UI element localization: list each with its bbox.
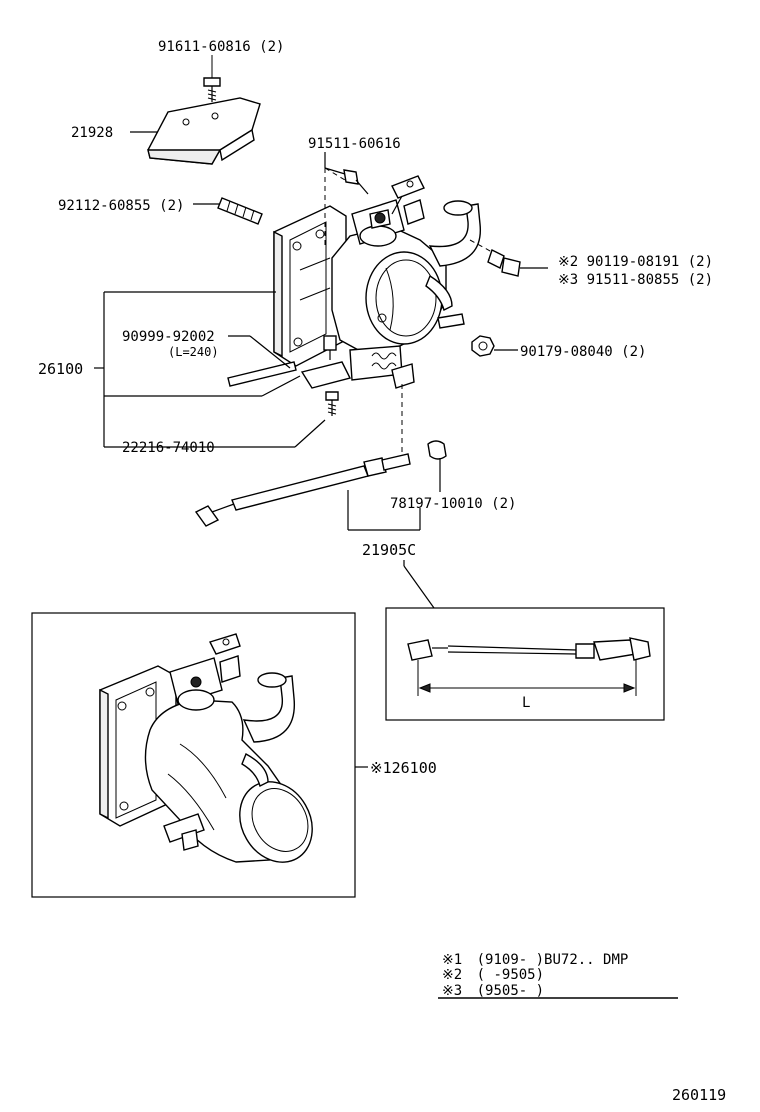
stud-drawing xyxy=(193,197,263,225)
label-bolt-side-a: ※2 90119-08191 (2) xyxy=(558,254,713,270)
label-hose-length: (L=240) xyxy=(168,345,219,359)
label-clamp: 78197-10010 (2) xyxy=(390,496,516,512)
note-3: ※3 (9505- ) xyxy=(442,983,544,999)
label-alt-body: ※126100 xyxy=(370,759,437,777)
cable-detail-box xyxy=(385,607,665,721)
note-1-mark: ※1 xyxy=(442,952,462,968)
label-stud: 92112-60855 (2) xyxy=(58,198,184,214)
assembly-bracket-lines xyxy=(94,291,301,448)
figure-number: 260119 xyxy=(672,1086,726,1104)
hose-drawing xyxy=(227,335,297,387)
label-bolt-side-b: ※3 91511-80855 (2) xyxy=(558,272,713,288)
nut-drawing xyxy=(471,335,518,357)
note-3-mark: ※3 xyxy=(442,983,462,999)
note-3-text: (9505- ) xyxy=(477,983,544,999)
label-cable: 21905C xyxy=(362,541,416,559)
note-1-text: (9109- )BU72.. DMP xyxy=(477,952,629,968)
bracket-21928-drawing xyxy=(130,55,261,165)
note-2-text: ( -9505) xyxy=(477,967,544,983)
label-nut: 90179-08040 (2) xyxy=(520,344,646,360)
throttle-body-drawing xyxy=(273,167,493,452)
label-bolt-top: 91611-60816 (2) xyxy=(158,39,284,55)
label-body-assy: 26100 xyxy=(38,360,83,378)
note-1: ※1 (9109- )BU72.. DMP xyxy=(442,952,628,968)
label-detail-dimension: L xyxy=(522,695,530,711)
note-2-mark: ※2 xyxy=(442,967,462,983)
cable-drawing xyxy=(194,440,447,609)
side-bolt-drawing xyxy=(487,249,548,277)
note-2: ※2 ( -9505) xyxy=(442,967,544,983)
label-bracket: 21928 xyxy=(71,125,113,141)
label-screw: 22216-74010 xyxy=(122,440,215,456)
screw-drawing xyxy=(294,391,339,448)
alt-throttle-body-box xyxy=(31,612,368,898)
bolt-91511-60616-drawing xyxy=(324,152,369,195)
label-hose: 90999-92002 xyxy=(122,329,215,345)
label-bolt-mid: 91511-60616 xyxy=(308,136,401,152)
